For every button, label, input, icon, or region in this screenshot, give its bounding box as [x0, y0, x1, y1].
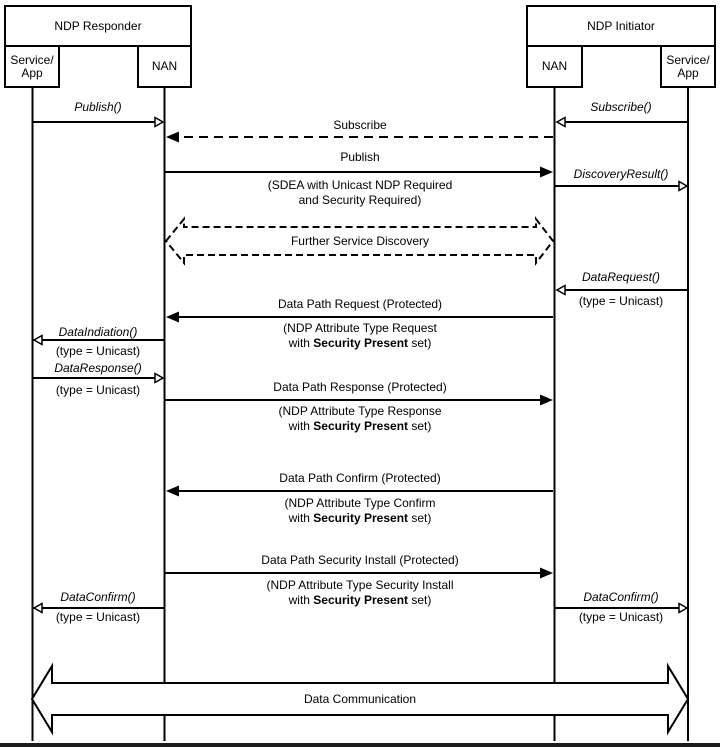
service-app-line1: Service/	[666, 52, 710, 67]
note-bold: Security Present	[313, 593, 409, 607]
data-path-request-label: Data Path Request (Protected)	[277, 297, 443, 311]
publish-call-label: Publish()	[74, 100, 122, 114]
data-response-label: DataResponse()	[54, 361, 142, 375]
data-path-confirm-arrow	[166, 485, 553, 497]
figure-bottom-edge	[0, 743, 720, 747]
data-response-param: (type = Unicast)	[55, 383, 141, 397]
data-path-confirm-note: (NDP Attribute Type Confirm with Securit…	[285, 496, 436, 526]
data-indication-param: (type = Unicast)	[55, 344, 141, 358]
note-pre: with	[288, 419, 314, 433]
data-confirm-initiator-label: DataConfirm()	[583, 590, 659, 604]
data-indication-arrow	[32, 334, 164, 346]
dp-response-note-line2: with Security Present set)	[289, 419, 432, 433]
publish-note-line2: and Security Required)	[298, 193, 422, 207]
data-path-security-install-label: Data Path Security Install (Protected)	[261, 553, 459, 567]
lifelines	[31, 86, 689, 741]
note-post: set)	[408, 336, 432, 350]
dp-response-note-line1: (NDP Attribute Type Response	[278, 404, 442, 418]
dp-confirm-note-line1: (NDP Attribute Type Confirm	[284, 496, 436, 510]
data-confirm-responder-label: DataConfirm()	[60, 590, 136, 604]
data-confirm-initiator-param: (type = Unicast)	[578, 610, 664, 624]
publish-ota-label: Publish	[340, 150, 380, 164]
responder-nan-label: NAN	[151, 59, 178, 73]
publish-note-line1: (SDEA with Unicast NDP Required	[267, 178, 453, 192]
discovery-result-arrow	[555, 180, 689, 192]
further-service-discovery-label: Further Service Discovery	[290, 234, 430, 248]
responder-title-box: NDP Responder	[4, 5, 192, 47]
further-service-discovery-fat-arrow	[164, 216, 555, 266]
responder-service-app-label: Service/App	[10, 52, 54, 80]
data-request-label: DataRequest()	[581, 270, 661, 284]
data-confirm-responder-arrow	[32, 602, 164, 614]
initiator-service-app-box: Service/App	[660, 45, 716, 88]
responder-title: NDP Responder	[54, 18, 142, 33]
service-app-line1: Service/	[10, 52, 54, 67]
initiator-nan-box: NAN	[526, 45, 583, 88]
responder-service-app-box: Service/App	[4, 45, 60, 88]
publish-ota-note: (SDEA with Unicast NDP Required and Secu…	[268, 178, 453, 208]
initiator-service-app-label: Service/App	[666, 52, 710, 80]
note-post: set)	[408, 593, 432, 607]
data-path-request-arrow	[166, 311, 553, 323]
data-path-security-install-arrow	[165, 567, 553, 579]
initiator-title: NDP Initiator	[587, 18, 655, 33]
service-app-line2: App	[677, 65, 699, 80]
note-bold: Security Present	[313, 419, 409, 433]
note-pre: with	[288, 511, 314, 525]
responder-nan-box: NAN	[137, 45, 192, 88]
discovery-result-label: DiscoveryResult()	[573, 167, 669, 181]
note-bold: Security Present	[313, 511, 409, 525]
data-communication-label: Data Communication	[303, 692, 417, 706]
data-communication-fat-arrow	[30, 662, 690, 736]
data-indication-label: DataIndiation()	[58, 325, 138, 339]
message-arrows	[32, 116, 689, 614]
data-response-arrow	[33, 372, 165, 384]
subscribe-call-arrow	[555, 116, 687, 128]
note-pre: with	[288, 593, 314, 607]
note-pre: with	[288, 336, 314, 350]
note-post: set)	[408, 511, 432, 525]
publish-ota-arrow	[165, 166, 553, 178]
data-path-request-note: (NDP Attribute Type Request with Securit…	[283, 321, 437, 351]
initiator-nan-label: NAN	[541, 59, 568, 73]
note-bold: Security Present	[313, 336, 409, 350]
dp-request-note-line2: with Security Present set)	[289, 336, 432, 350]
dp-confirm-note-line2: with Security Present set)	[289, 511, 432, 525]
dp-request-note-line1: (NDP Attribute Type Request	[283, 321, 437, 335]
note-post: set)	[408, 419, 432, 433]
data-path-confirm-label: Data Path Confirm (Protected)	[279, 471, 441, 485]
data-confirm-initiator-arrow	[555, 602, 689, 614]
subscribe-call-label: Subscribe()	[590, 100, 652, 114]
data-request-param: (type = Unicast)	[578, 294, 664, 308]
data-path-response-note: (NDP Attribute Type Response with Securi…	[279, 404, 442, 434]
initiator-title-box: NDP Initiator	[526, 5, 716, 47]
subscribe-ota-label: Subscribe	[333, 118, 387, 132]
data-request-arrow	[555, 284, 687, 296]
data-confirm-responder-param: (type = Unicast)	[55, 610, 141, 624]
data-path-security-install-note: (NDP Attribute Type Security Install wit…	[267, 578, 454, 608]
service-app-line2: App	[21, 65, 43, 80]
dp-install-note-line2: with Security Present set)	[289, 593, 432, 607]
data-path-response-arrow	[165, 394, 553, 406]
subscribe-ota-arrow	[166, 131, 553, 143]
data-path-response-label: Data Path Response (Protected)	[273, 380, 447, 394]
publish-call-arrow	[33, 116, 165, 128]
dp-install-note-line1: (NDP Attribute Type Security Install	[266, 578, 454, 592]
